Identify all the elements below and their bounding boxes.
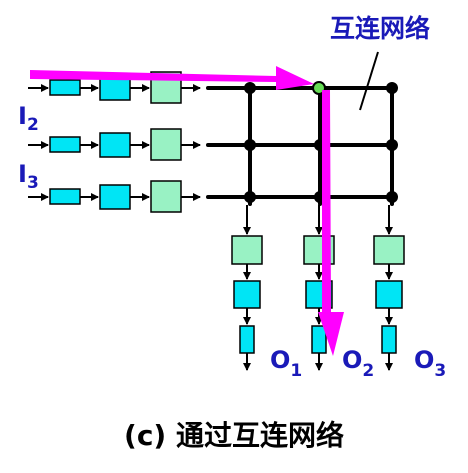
input-pipeline-row-3 xyxy=(28,180,201,213)
output-label-o2: O2 xyxy=(342,346,374,381)
stage-block-small xyxy=(239,325,255,354)
stage-block-cyan xyxy=(233,280,261,309)
output-label-sub: 1 xyxy=(290,361,302,381)
highlight-arrow-vertical xyxy=(318,90,344,356)
input-label-sub: 2 xyxy=(27,115,39,135)
input-label-sub: 3 xyxy=(27,173,39,193)
stage-block-green xyxy=(150,180,182,213)
stage-block-small xyxy=(49,79,81,96)
input-label-i3: I3 xyxy=(18,160,39,193)
highlight-arrow-horizontal xyxy=(30,66,314,90)
output-label-main: O xyxy=(342,346,362,374)
input-label-main: I xyxy=(18,160,27,188)
input-pipelines xyxy=(28,71,201,213)
output-label-main: O xyxy=(414,346,434,374)
stage-block-green xyxy=(150,128,182,161)
output-label-sub: 2 xyxy=(362,361,374,381)
stage-block-small xyxy=(381,325,397,354)
output-label-o3: O3 xyxy=(414,346,446,381)
output-pipeline-col-1 xyxy=(231,205,263,371)
output-pipelines xyxy=(231,205,405,371)
interconnect-grid xyxy=(206,86,394,206)
input-pipeline-row-2 xyxy=(28,128,201,161)
stage-block-green xyxy=(373,235,405,265)
stage-block-green xyxy=(231,235,263,265)
output-label-main: O xyxy=(270,346,290,374)
input-label-main: I xyxy=(18,102,27,130)
stage-block-small xyxy=(311,325,327,354)
stage-block-cyan xyxy=(99,132,131,158)
stage-block-small xyxy=(49,136,81,153)
stage-block-small xyxy=(49,188,81,205)
output-pipeline-col-3 xyxy=(373,205,405,371)
stage-block-cyan xyxy=(375,280,403,309)
stage-block-cyan xyxy=(99,184,131,210)
interconnect-label: 互连网络 xyxy=(330,14,430,43)
caption: (c) 通过互连网络 xyxy=(124,419,344,452)
highlight-path xyxy=(30,66,344,356)
input-label-i2: I2 xyxy=(18,102,39,135)
label-pointer-line xyxy=(359,51,379,111)
output-label-sub: 3 xyxy=(434,361,446,381)
output-label-o1: O1 xyxy=(270,346,302,381)
